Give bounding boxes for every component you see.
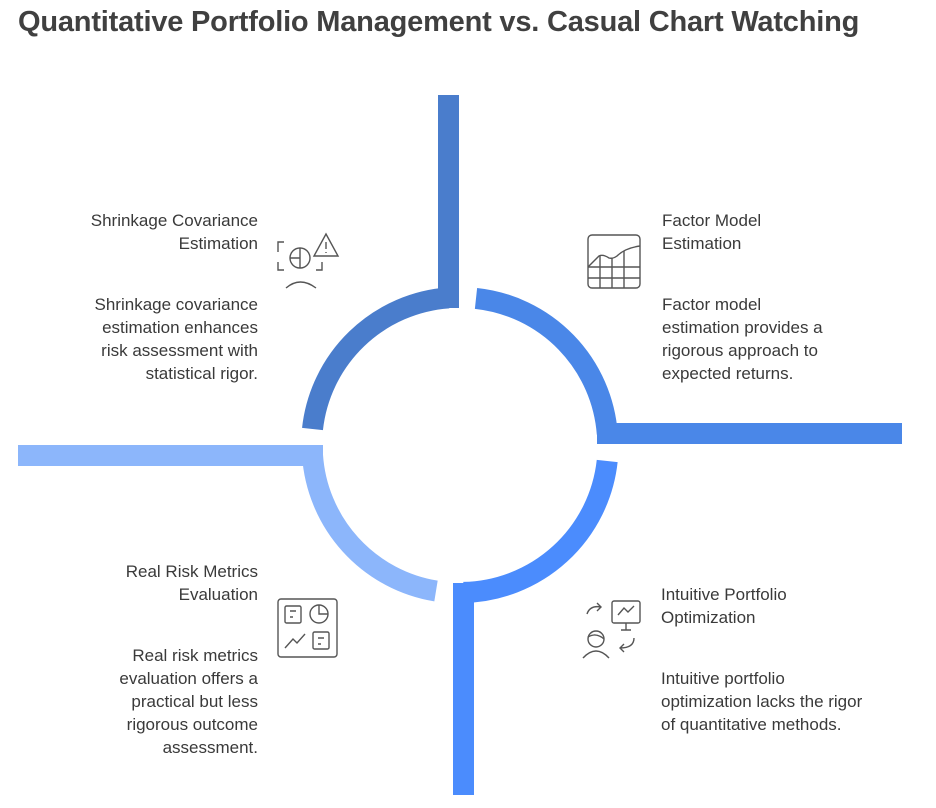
chart-grid-icon [587,234,641,289]
quadrant-heading: Intuitive Portfolio Optimization [661,585,787,627]
person-presentation-icon [582,600,641,659]
page-title: Quantitative Portfolio Management vs. Ca… [18,6,860,38]
segment-top-right [474,287,902,444]
quadrant-description: Factor model estimation provides a rigor… [662,295,823,383]
dashboard-icon [277,598,338,658]
quadrant-heading: Factor Model Estimation [662,211,762,253]
risk-analysis-icon [277,232,340,289]
segment-top-left [302,95,459,431]
quadrant-heading: Real Risk Metrics Evaluation [125,562,258,604]
quadrant-description: Real risk metrics evaluation offers a pr… [119,646,258,757]
quadrant-bottom-left: Real Risk Metrics Evaluation Real risk m… [119,537,258,782]
quadrant-description: Intuitive portfolio optimization lacks t… [661,669,863,734]
segment-bottom-right [453,459,618,795]
segment-bottom-left [18,445,438,602]
quadrant-top-right: Factor Model Estimation Factor model est… [662,186,823,408]
quadrant-top-left: Shrinkage Covariance Estimation Shrinkag… [91,186,258,408]
quadrant-heading: Shrinkage Covariance Estimation [90,211,258,253]
quadrant-description: Shrinkage covariance estimation enhances… [94,295,258,383]
quadrant-bottom-right: Intuitive Portfolio Optimization Intuiti… [661,560,862,759]
